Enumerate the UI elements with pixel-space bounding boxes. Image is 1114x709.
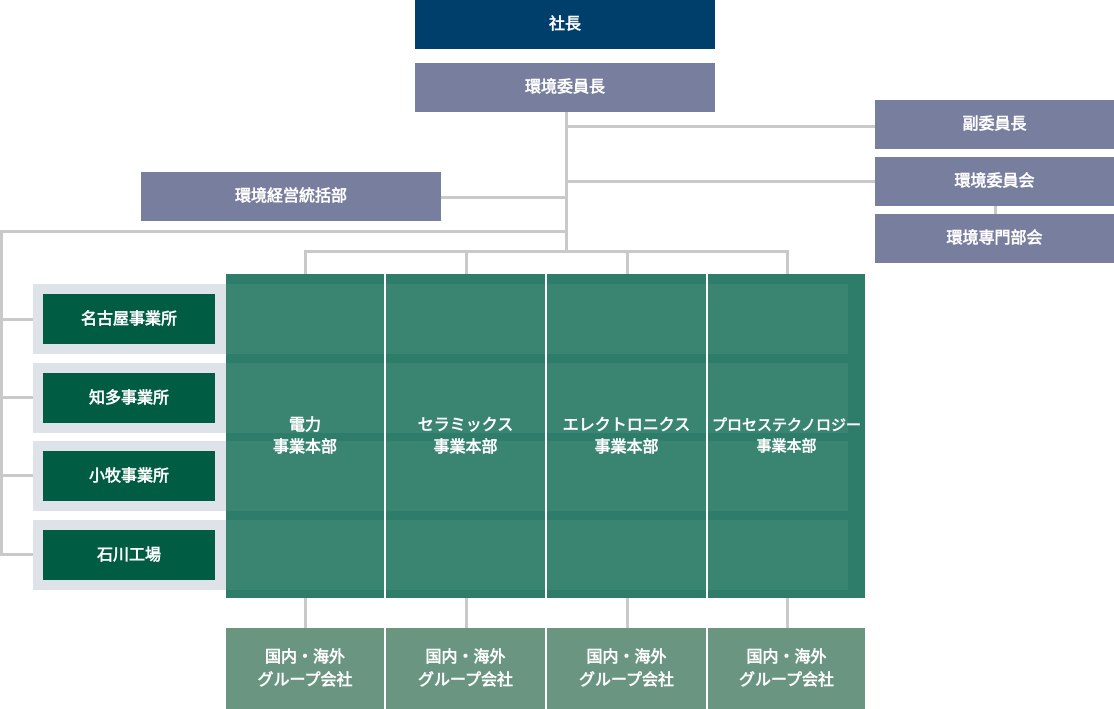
- connector-division-3: [626, 250, 629, 274]
- connector-sites-horizontal: [0, 230, 567, 233]
- site-ishikawa: 石川工場: [43, 530, 215, 580]
- division-electronics: エレクトロニクス事業本部: [547, 274, 706, 598]
- division-power: 電力事業本部: [226, 274, 384, 598]
- connector-group-4: [786, 598, 789, 628]
- site-komaki: 小牧事業所: [43, 451, 215, 501]
- site-chita: 知多事業所: [43, 373, 215, 423]
- env-subcommittee-box: 環境専門部会: [875, 214, 1114, 263]
- group-companies-1-line2: グループ会社: [257, 669, 353, 689]
- division-power-line1: 電力: [288, 414, 321, 434]
- group-companies-4-line1: 国内・海外: [746, 647, 827, 667]
- division-row-4: [226, 520, 848, 590]
- connector-group-3: [626, 598, 629, 628]
- division-electronics-line1: エレクトロニクス: [562, 414, 691, 434]
- group-companies-1: 国内・海外グループ会社: [226, 628, 384, 709]
- president-box: 社長: [415, 0, 715, 49]
- connector-division-4: [786, 250, 789, 274]
- division-ceramics: セラミックス事業本部: [386, 274, 545, 598]
- division-row-2: [226, 363, 848, 433]
- group-companies-3-line1: 国内・海外: [586, 647, 667, 667]
- group-companies-2-line1: 国内・海外: [425, 647, 506, 667]
- division-row-1: [226, 284, 848, 354]
- connector-subcommittee: [994, 205, 997, 215]
- connector-vice-chair: [565, 125, 875, 128]
- division-process-tech-line1: プロセステクノロジー: [711, 416, 862, 434]
- group-companies-3-line2: グループ会社: [578, 669, 675, 689]
- connector-group-2: [465, 598, 468, 628]
- group-companies-3: 国内・海外グループ会社: [547, 628, 706, 709]
- connector-site-3: [0, 474, 36, 477]
- division-electronics-line2: 事業本部: [594, 437, 659, 456]
- connector-division-1: [304, 250, 307, 274]
- group-companies-4: 国内・海外グループ会社: [708, 628, 865, 709]
- connector-group-1: [304, 598, 307, 628]
- group-companies-4-line2: グループ会社: [738, 669, 835, 689]
- division-separator-1: [384, 274, 386, 598]
- connector-mgmt-dept: [440, 196, 567, 199]
- division-separator-2: [545, 274, 547, 598]
- division-ceramics-line1: セラミックス: [417, 414, 514, 434]
- division-power-line2: 事業本部: [272, 437, 337, 456]
- connector-site-1: [0, 318, 36, 321]
- vice-chair-box: 副委員長: [875, 100, 1114, 149]
- env-mgmt-dept-box: 環境経営統括部: [141, 172, 441, 221]
- group-companies-2: 国内・海外グループ会社: [386, 628, 545, 709]
- division-row-3: [226, 441, 848, 511]
- group-companies-1-line1: 国内・海外: [264, 647, 345, 667]
- connector-division-2: [465, 250, 468, 274]
- division-process-tech-line2: 事業本部: [756, 437, 817, 455]
- connector-committee: [565, 180, 875, 183]
- site-nagoya: 名古屋事業所: [43, 294, 215, 344]
- division-process-tech: プロセステクノロジー事業本部: [708, 274, 865, 598]
- group-companies-2-line2: グループ会社: [417, 669, 514, 689]
- connector-site-2: [0, 396, 36, 399]
- division-separator-3: [706, 274, 708, 598]
- connector-divisions-horizontal: [304, 250, 789, 253]
- connector-site-4: [0, 553, 36, 556]
- division-ceramics-line2: 事業本部: [433, 437, 498, 456]
- env-chair-box: 環境委員長: [415, 63, 715, 112]
- env-committee-box: 環境委員会: [875, 157, 1114, 206]
- connector-sites-vertical: [0, 230, 3, 556]
